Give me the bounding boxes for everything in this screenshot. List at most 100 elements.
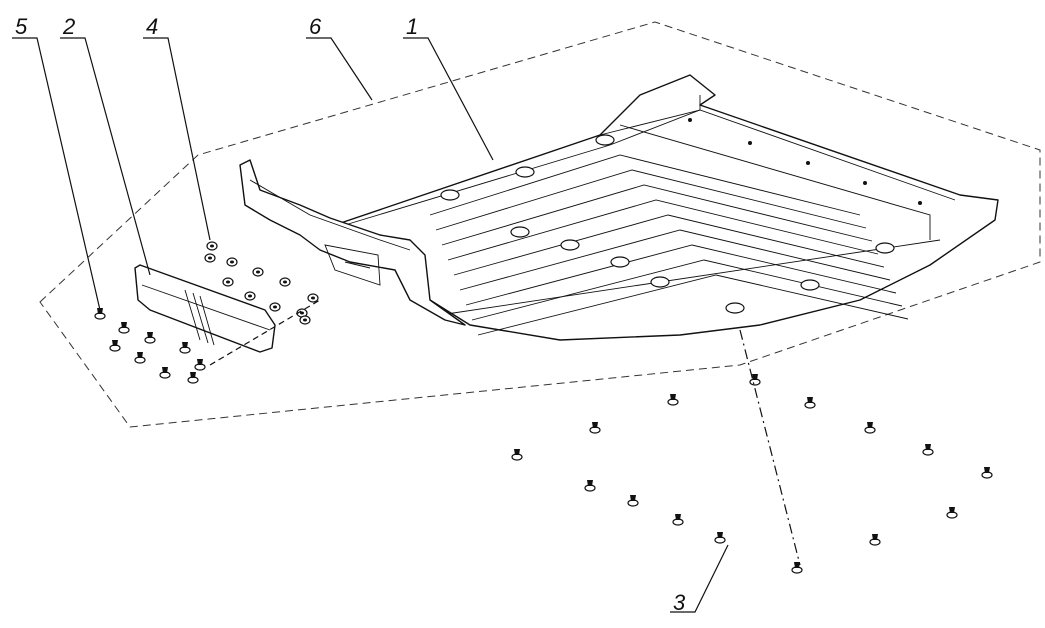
rib: [459, 229, 891, 291]
push-clip-fastener: [946, 507, 958, 519]
clip-stem: [807, 397, 813, 403]
washer-hole: [208, 256, 212, 260]
washer-hole: [248, 294, 252, 298]
push-clip-fastener: [804, 397, 816, 409]
push-clip-fastener: [714, 532, 726, 544]
callout-5: 5: [15, 14, 28, 39]
washer-part-4: [269, 302, 281, 312]
washer-hole: [283, 280, 287, 284]
clip-stem: [949, 507, 955, 513]
rib: [441, 184, 873, 246]
washer-part-4: [307, 293, 319, 303]
skid-plate-part-1: [319, 74, 999, 341]
washer-hole: [210, 244, 214, 248]
push-clip-fastener: [791, 562, 803, 574]
clip-stem: [137, 352, 143, 358]
clip-stem: [670, 394, 676, 400]
mount-boss: [595, 134, 615, 146]
washer-part-4: [244, 291, 256, 301]
mounting-hole: [806, 161, 810, 165]
push-clip-fastener: [179, 342, 191, 354]
rib: [429, 154, 861, 216]
push-clip-fastener: [667, 394, 679, 406]
washer-part-4: [299, 315, 311, 325]
washer-hole: [303, 318, 307, 322]
leader-lines: [12, 37, 801, 613]
washer-hole: [311, 296, 315, 300]
push-clip-fastener: [981, 467, 993, 479]
rib: [471, 259, 903, 321]
push-clip-fastener: [864, 422, 876, 434]
washer-part-4: [206, 241, 218, 251]
washer-part-4: [204, 253, 216, 263]
mount-boss: [440, 189, 460, 201]
mount-boss: [515, 166, 535, 178]
push-clip-fastener: [194, 359, 206, 371]
rib: [435, 169, 867, 231]
mount-boss: [875, 242, 895, 254]
push-clip-fastener: [589, 422, 601, 434]
washer-hole: [226, 280, 230, 284]
washer-part-4: [252, 267, 264, 277]
mount-boss: [610, 256, 630, 268]
push-clip-fastener: [672, 514, 684, 526]
mount-boss: [725, 302, 745, 314]
clip-stem: [925, 444, 931, 450]
clip-stem: [752, 374, 758, 380]
washer-hole: [256, 270, 260, 274]
callout-2: 2: [63, 14, 76, 39]
clip-stem: [675, 514, 681, 520]
push-clip-fastener: [187, 372, 199, 384]
clip-stem: [147, 332, 153, 338]
mount-boss: [650, 276, 670, 288]
callout-6: 6: [309, 14, 322, 39]
washer-hole: [230, 260, 234, 264]
washer-part-4: [222, 277, 234, 287]
push-clip-fastener: [144, 332, 156, 344]
washer-hole: [300, 311, 304, 315]
rib: [453, 214, 885, 276]
push-clip-fastener: [922, 444, 934, 456]
mount-boss: [800, 279, 820, 291]
mounting-hole: [748, 141, 752, 145]
clip-stem: [514, 449, 520, 455]
clip-stem: [182, 342, 188, 348]
clip-stem: [592, 422, 598, 428]
rib: [477, 274, 909, 336]
clip-stem: [197, 359, 203, 365]
clip-stem: [121, 322, 127, 328]
push-clip-fastener: [159, 367, 171, 379]
clip-stem: [587, 480, 593, 486]
clip-stem: [984, 467, 990, 473]
washer-part-4: [226, 257, 238, 267]
clip-stem: [872, 534, 878, 540]
clip-stem: [717, 532, 723, 538]
clip-stem: [162, 367, 168, 373]
mounting-hole: [918, 201, 922, 205]
push-clip-fastener: [869, 534, 881, 546]
mounting-hole: [863, 181, 867, 185]
rib: [447, 199, 879, 261]
washer-hole: [273, 305, 277, 309]
washer-part-4: [279, 277, 291, 287]
push-clip-fastener: [94, 308, 106, 320]
push-clip-fastener: [118, 322, 130, 334]
push-clip-fastener: [511, 449, 523, 461]
push-clip-fastener: [627, 495, 639, 507]
clip-stem: [97, 308, 103, 314]
mounting-hole: [688, 118, 692, 122]
clip-stem: [794, 562, 800, 568]
callout-1: 1: [406, 14, 419, 39]
clip-stem: [867, 422, 873, 428]
push-clip-fastener: [134, 352, 146, 364]
mount-boss: [510, 226, 530, 238]
clip-stem: [112, 340, 118, 346]
callout-4: 4: [146, 14, 159, 39]
callout-3: 3: [673, 590, 686, 615]
rib: [465, 244, 897, 306]
push-clip-fastener: [749, 374, 761, 386]
mount-boss: [560, 239, 580, 251]
trim-panel-part-2: [134, 264, 276, 353]
clip-stem: [190, 372, 196, 378]
